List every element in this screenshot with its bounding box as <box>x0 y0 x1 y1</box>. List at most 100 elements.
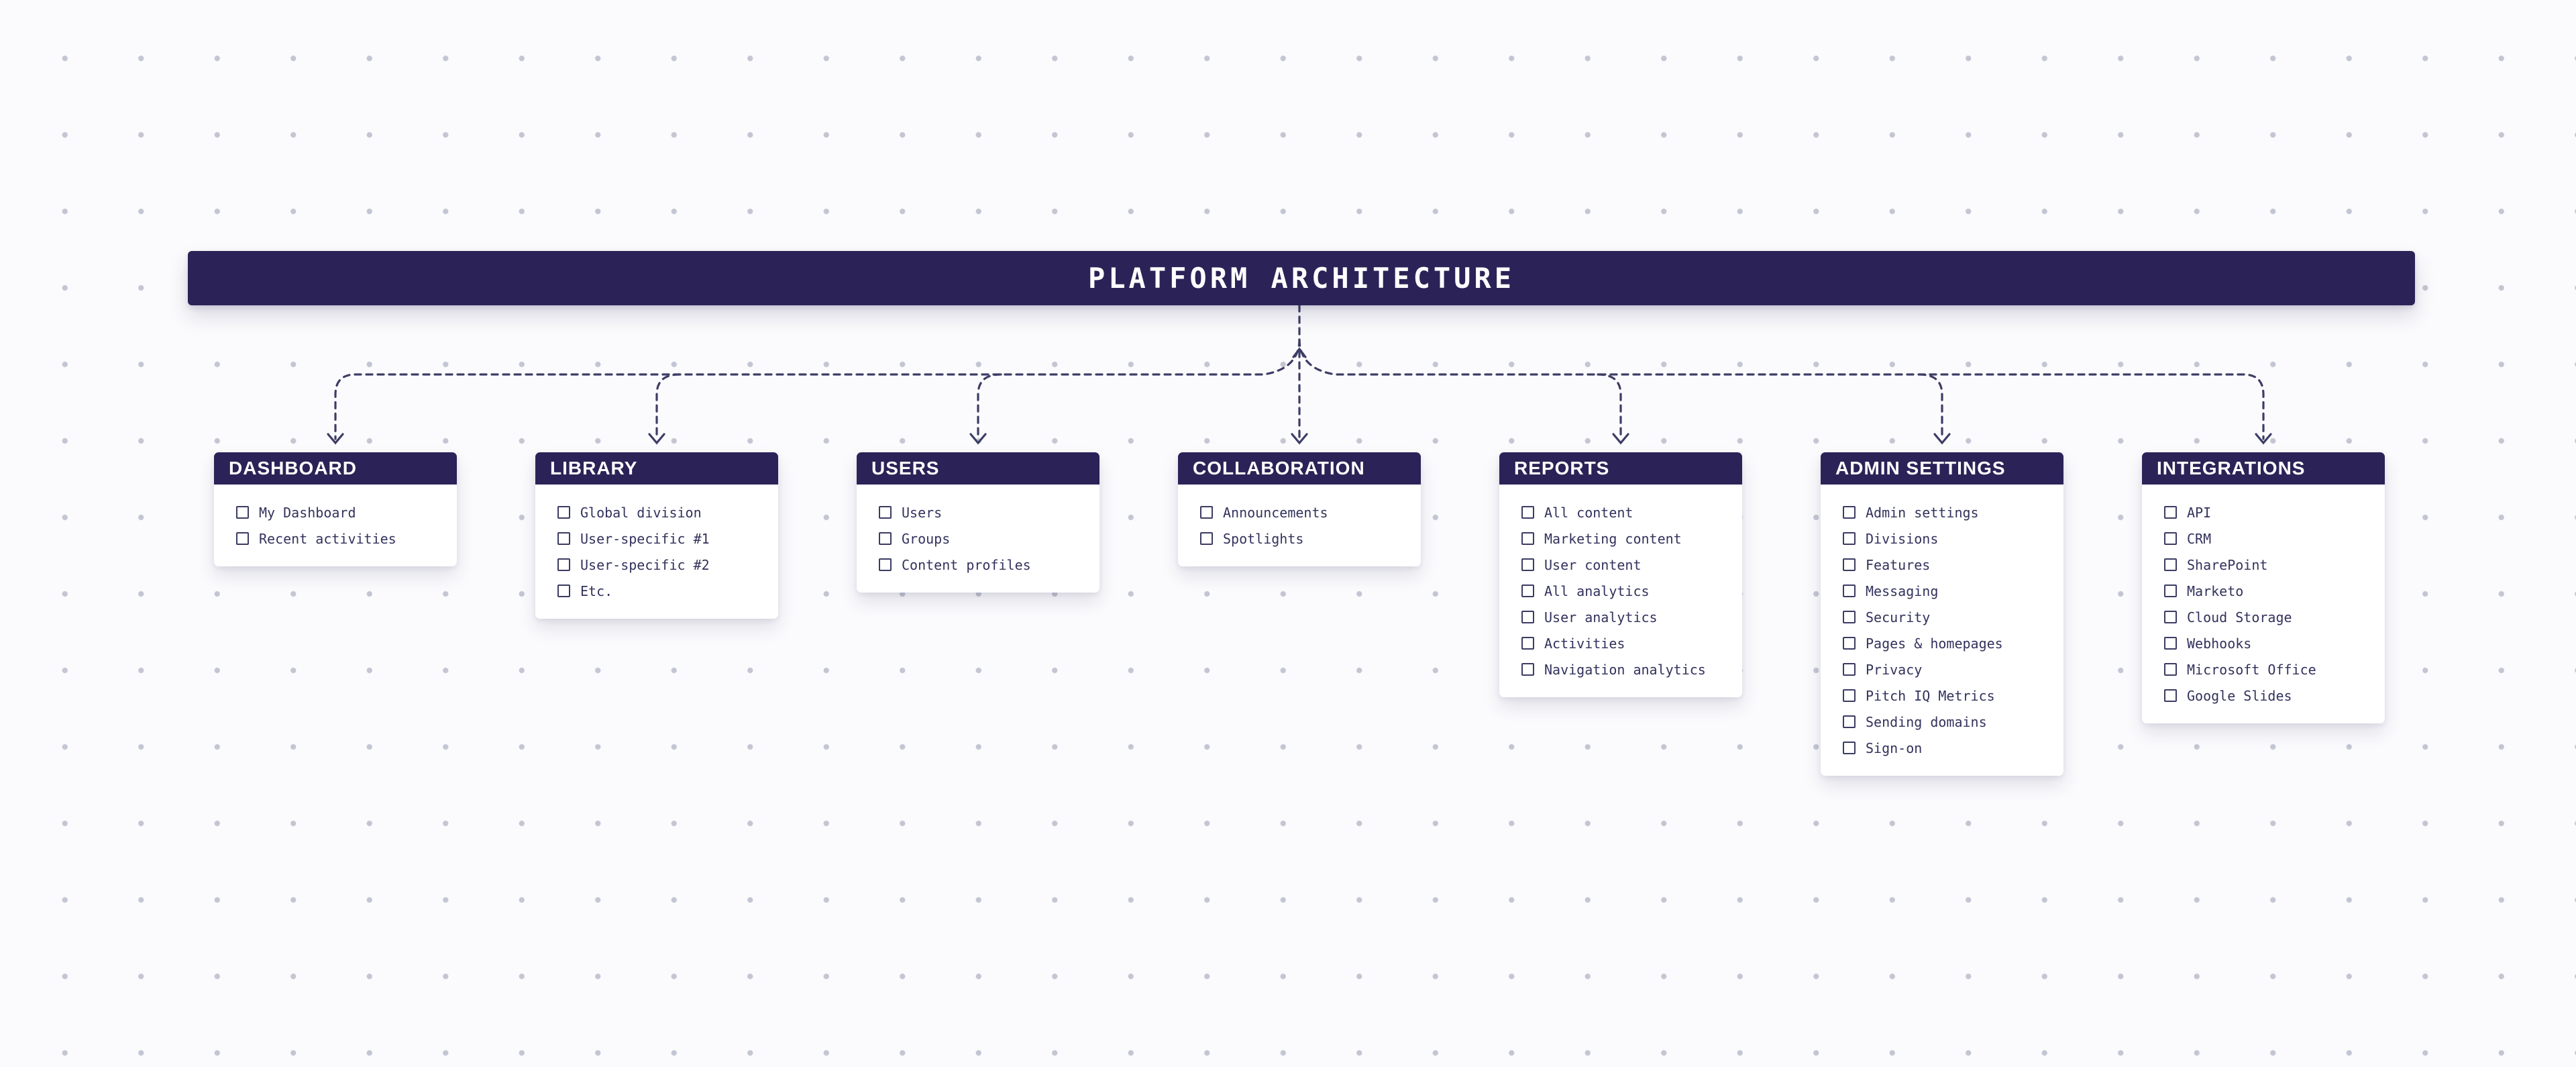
checkbox[interactable] <box>2164 585 2177 597</box>
list-item: User analytics <box>1521 604 1735 630</box>
checkbox[interactable] <box>1843 558 1856 571</box>
list-item: Users <box>879 499 1093 525</box>
item-label: All content <box>1544 504 1633 521</box>
item-label: Microsoft Office <box>2187 661 2316 678</box>
checkbox[interactable] <box>2164 532 2177 545</box>
group-title: ADMIN SETTINGS <box>1835 458 2006 478</box>
item-label: Cloud Storage <box>2187 609 2292 625</box>
item-label: All analytics <box>1544 582 1650 599</box>
checkbox[interactable] <box>557 532 570 545</box>
item-label: Groups <box>902 530 951 547</box>
item-label: Users <box>902 504 943 521</box>
checkbox[interactable] <box>557 558 570 571</box>
list-item: Sign-on <box>1843 735 2057 761</box>
item-label: My Dashboard <box>259 504 356 521</box>
checkbox[interactable] <box>557 506 570 519</box>
group-node-users: USERS Users Groups Content profiles <box>857 452 1099 593</box>
group-title: INTEGRATIONS <box>2157 458 2306 478</box>
item-label: Sign-on <box>1866 740 1923 756</box>
group-title: COLLABORATION <box>1193 458 1365 478</box>
list-item: Cloud Storage <box>2164 604 2378 630</box>
checkbox[interactable] <box>1521 585 1534 597</box>
item-label: Spotlights <box>1223 530 1304 547</box>
group-title: LIBRARY <box>550 458 638 478</box>
checkbox[interactable] <box>2164 663 2177 676</box>
item-label: Privacy <box>1866 661 1923 678</box>
list-item: All content <box>1521 499 1735 525</box>
list-item: Etc. <box>557 578 771 604</box>
group-item-list: Admin settings Divisions Features Messag… <box>1821 485 2063 776</box>
list-item: Navigation analytics <box>1521 656 1735 682</box>
checkbox[interactable] <box>236 506 249 519</box>
checkbox[interactable] <box>2164 558 2177 571</box>
checkbox[interactable] <box>1521 637 1534 650</box>
item-label: User analytics <box>1544 609 1658 625</box>
list-item: SharePoint <box>2164 552 2378 578</box>
page-title: PLATFORM ARCHITECTURE <box>1087 262 1515 295</box>
checkbox[interactable] <box>1843 585 1856 597</box>
item-label: Webhooks <box>2187 635 2252 652</box>
checkbox[interactable] <box>1843 532 1856 545</box>
group-item-list: API CRM SharePoint Marketo Cloud Storage… <box>2142 485 2385 723</box>
list-item: Pitch IQ Metrics <box>1843 682 2057 709</box>
group-item-list: Users Groups Content profiles <box>857 485 1099 593</box>
list-item: Spotlights <box>1200 525 1414 552</box>
group-item-list: My Dashboard Recent activities <box>214 485 457 566</box>
checkbox[interactable] <box>2164 689 2177 702</box>
checkbox[interactable] <box>557 585 570 597</box>
list-item: Messaging <box>1843 578 2057 604</box>
checkbox[interactable] <box>2164 506 2177 519</box>
group-item-list: Global division User-specific #1 User-sp… <box>535 485 778 619</box>
checkbox[interactable] <box>1843 663 1856 676</box>
item-label: Marketo <box>2187 582 2244 599</box>
checkbox[interactable] <box>1521 558 1534 571</box>
root-node-platform-architecture: PLATFORM ARCHITECTURE <box>188 251 2415 305</box>
item-label: Recent activities <box>259 530 396 547</box>
item-label: User-specific #1 <box>580 530 710 547</box>
checkbox[interactable] <box>879 532 892 545</box>
checkbox[interactable] <box>1843 506 1856 519</box>
group-node-admin-settings: ADMIN SETTINGS Admin settings Divisions … <box>1821 452 2063 776</box>
checkbox[interactable] <box>1200 532 1213 545</box>
list-item: Announcements <box>1200 499 1414 525</box>
group-node-collaboration: COLLABORATION Announcements Spotlights <box>1178 452 1421 566</box>
checkbox[interactable] <box>879 506 892 519</box>
checkbox[interactable] <box>1521 663 1534 676</box>
checkbox[interactable] <box>1200 506 1213 519</box>
item-label: Pages & homepages <box>1866 635 2003 652</box>
group-node-dashboard: DASHBOARD My Dashboard Recent activities <box>214 452 457 566</box>
item-label: Messaging <box>1866 582 1939 599</box>
checkbox[interactable] <box>1521 506 1534 519</box>
list-item: My Dashboard <box>236 499 450 525</box>
item-label: Navigation analytics <box>1544 661 1706 678</box>
list-item: Groups <box>879 525 1093 552</box>
checkbox[interactable] <box>1843 715 1856 728</box>
group-node-reports: REPORTS All content Marketing content Us… <box>1499 452 1742 697</box>
checkbox[interactable] <box>1843 611 1856 623</box>
item-label: Announcements <box>1223 504 1328 521</box>
checkbox[interactable] <box>1843 742 1856 754</box>
item-label: Admin settings <box>1866 504 1979 521</box>
list-item: User-specific #1 <box>557 525 771 552</box>
list-item: Content profiles <box>879 552 1093 578</box>
checkbox[interactable] <box>2164 611 2177 623</box>
list-item: Marketing content <box>1521 525 1735 552</box>
list-item: Divisions <box>1843 525 2057 552</box>
checkbox[interactable] <box>879 558 892 571</box>
item-label: Features <box>1866 556 1931 573</box>
list-item: CRM <box>2164 525 2378 552</box>
list-item: Activities <box>1521 630 1735 656</box>
group-item-list: Announcements Spotlights <box>1178 485 1421 566</box>
item-label: Global division <box>580 504 702 521</box>
list-item: Security <box>1843 604 2057 630</box>
list-item: API <box>2164 499 2378 525</box>
item-label: SharePoint <box>2187 556 2268 573</box>
checkbox[interactable] <box>1843 689 1856 702</box>
checkbox[interactable] <box>1521 611 1534 623</box>
checkbox[interactable] <box>1843 637 1856 650</box>
checkbox[interactable] <box>1521 532 1534 545</box>
checkbox[interactable] <box>2164 637 2177 650</box>
checkbox[interactable] <box>236 532 249 545</box>
list-item: Sending domains <box>1843 709 2057 735</box>
